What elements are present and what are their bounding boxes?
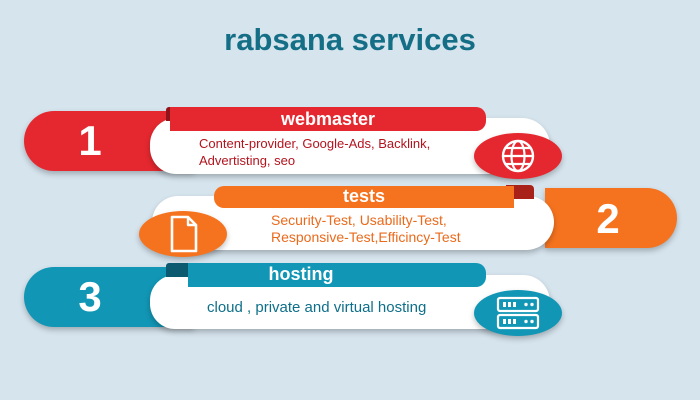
document-icon xyxy=(170,215,198,253)
header-bar-3 xyxy=(188,263,486,287)
header-bar-2 xyxy=(214,186,514,208)
item-description-2-line1: Security-Test, Usability-Test, xyxy=(271,212,447,228)
item-description-3-line1: cloud , private and virtual hosting xyxy=(207,299,427,316)
item-description-1-line1: Content-provider, Google-Ads, Backlink, xyxy=(199,136,431,151)
header-bar-1 xyxy=(170,107,486,131)
server-icon xyxy=(496,296,540,330)
item-description-2: Security-Test, Usability-Test, Responsiv… xyxy=(271,212,541,246)
item-number-3: 3 xyxy=(78,273,102,320)
item-header-3: hosting xyxy=(268,264,334,284)
globe-icon xyxy=(501,139,535,173)
item-number-2: 2 xyxy=(596,195,620,242)
item-header-2: tests xyxy=(342,186,386,206)
item-description-1: Content-provider, Google-Ads, Backlink, … xyxy=(199,135,479,169)
item-header-1: webmaster xyxy=(280,109,376,129)
item-description-2-line2: Responsive-Test,Efficincy-Test xyxy=(271,229,461,245)
item-description-1-line2: Advertisting, seo xyxy=(199,153,296,168)
page-title: rabsana services xyxy=(224,22,476,57)
item-number-1: 1 xyxy=(78,117,102,164)
icon-oval-2 xyxy=(139,211,227,257)
number-tab-2 xyxy=(545,188,677,248)
item-description-3: cloud , private and virtual hosting xyxy=(207,299,477,316)
